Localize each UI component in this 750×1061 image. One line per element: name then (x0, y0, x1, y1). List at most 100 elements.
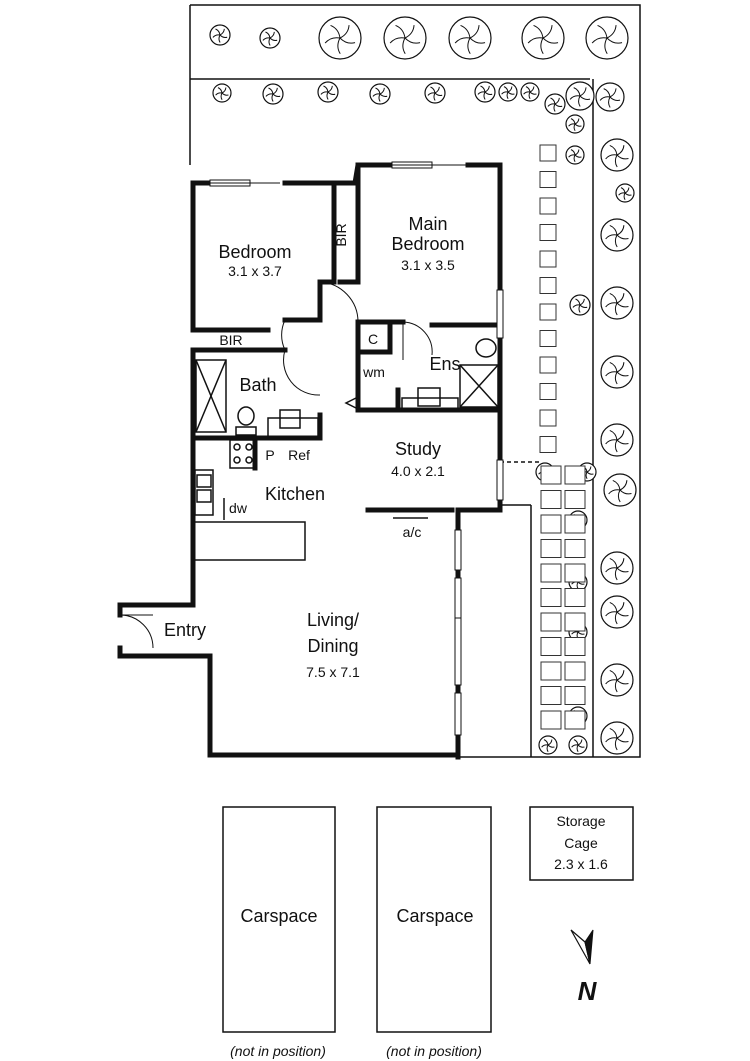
tree-icon (569, 294, 591, 316)
paver (539, 277, 557, 294)
room-living: Living/ Dining 7.5 x 7.1 (306, 610, 360, 680)
tree-icon (369, 83, 391, 105)
study-name: Study (395, 439, 441, 459)
paver (540, 563, 562, 583)
living-name-2: Dining (307, 636, 358, 656)
paver (540, 612, 562, 632)
bedroom-name: Bedroom (218, 242, 291, 262)
paver (539, 144, 557, 162)
paver (564, 637, 586, 656)
tree-icon (212, 83, 232, 103)
tree-icon (600, 355, 634, 389)
tree-icon (383, 16, 427, 60)
tree-icon (600, 663, 634, 697)
carspace-1: Carspace (not in position) (222, 806, 336, 1059)
tree-icon (544, 93, 566, 115)
paver (539, 436, 557, 453)
living-name-1: Living/ (307, 610, 359, 630)
paver (540, 588, 562, 607)
bath-fixtures (194, 338, 499, 520)
tree-icon (615, 183, 635, 203)
tree-icon (600, 423, 634, 457)
tree-icon (600, 138, 634, 172)
tree-icon (209, 24, 231, 46)
room-main-bedroom: Main Bedroom 3.1 x 3.5 (391, 214, 464, 273)
paver (564, 686, 586, 705)
paver (539, 409, 557, 427)
carspace-2-note: (not in position) (386, 1043, 482, 1059)
paver (540, 465, 562, 485)
paver (539, 171, 557, 188)
paver (540, 539, 562, 558)
tree-icon (595, 82, 625, 112)
tree-icon (262, 83, 284, 105)
tree-icon (474, 81, 496, 103)
main-bedroom-name-1: Main (408, 214, 447, 234)
tree-icon (448, 16, 492, 60)
tree-icon (424, 82, 446, 104)
tree-icon (521, 16, 565, 60)
paver (564, 465, 586, 485)
paver (540, 637, 562, 656)
carspace-1-label: Carspace (240, 906, 317, 926)
garden-pavers (539, 144, 586, 730)
windows (209, 161, 504, 736)
tree-icon (259, 27, 281, 49)
tree-icon (318, 16, 362, 60)
room-study: Study 4.0 x 2.1 (391, 439, 445, 479)
paver (539, 383, 557, 400)
ens-name: Ens (429, 354, 460, 374)
paver (564, 710, 586, 730)
tree-icon (600, 551, 634, 585)
tree-icon (565, 114, 585, 134)
bath-name: Bath (239, 375, 276, 395)
paver (564, 514, 586, 534)
bir-bedroom-label: BIR (219, 332, 242, 348)
door-swings (119, 281, 433, 649)
ref-label: Ref (288, 447, 310, 463)
paver (539, 330, 557, 347)
tree-icon (565, 81, 595, 111)
tree-icon (600, 721, 634, 755)
paver (539, 197, 557, 215)
storage-cage: Storage Cage 2.3 x 1.6 (529, 806, 634, 881)
kitchen-name: Kitchen (265, 484, 325, 504)
paver (539, 356, 557, 374)
site-boundary (189, 4, 641, 758)
tree-icon (600, 218, 634, 252)
paver (539, 224, 557, 241)
compass-label: N (578, 976, 598, 1006)
tree-icon (585, 16, 629, 60)
dw-label: dw (229, 500, 248, 516)
tree-icon (600, 286, 634, 320)
room-bedroom: Bedroom 3.1 x 3.7 (218, 242, 291, 279)
carspace-2: Carspace (not in position) (376, 806, 492, 1059)
tree-icon (498, 82, 518, 102)
linen-label: C (368, 331, 378, 347)
paver (540, 686, 562, 705)
main-bedroom-dims: 3.1 x 3.5 (401, 257, 455, 273)
tree-icon (603, 473, 637, 507)
north-compass: N (570, 929, 598, 1006)
paver (564, 563, 586, 583)
paver (540, 661, 562, 681)
paver (540, 490, 562, 509)
paver (539, 250, 557, 268)
paver (564, 490, 586, 509)
study-dims: 4.0 x 2.1 (391, 463, 445, 479)
bedroom-dims: 3.1 x 3.7 (228, 263, 282, 279)
ac-label: a/c (403, 524, 422, 540)
bir-main-label: BIR (333, 223, 349, 246)
paver (564, 588, 586, 607)
tree-icon (565, 145, 585, 165)
tree-icon (568, 735, 588, 755)
tree-icon (600, 595, 634, 629)
paver (564, 661, 586, 681)
pantry-label: P (265, 447, 274, 463)
wm-label: wm (362, 364, 385, 380)
storage-dims: 2.3 x 1.6 (554, 856, 608, 872)
paver (564, 612, 586, 632)
tree-icon (538, 735, 558, 755)
main-bedroom-name-2: Bedroom (391, 234, 464, 254)
